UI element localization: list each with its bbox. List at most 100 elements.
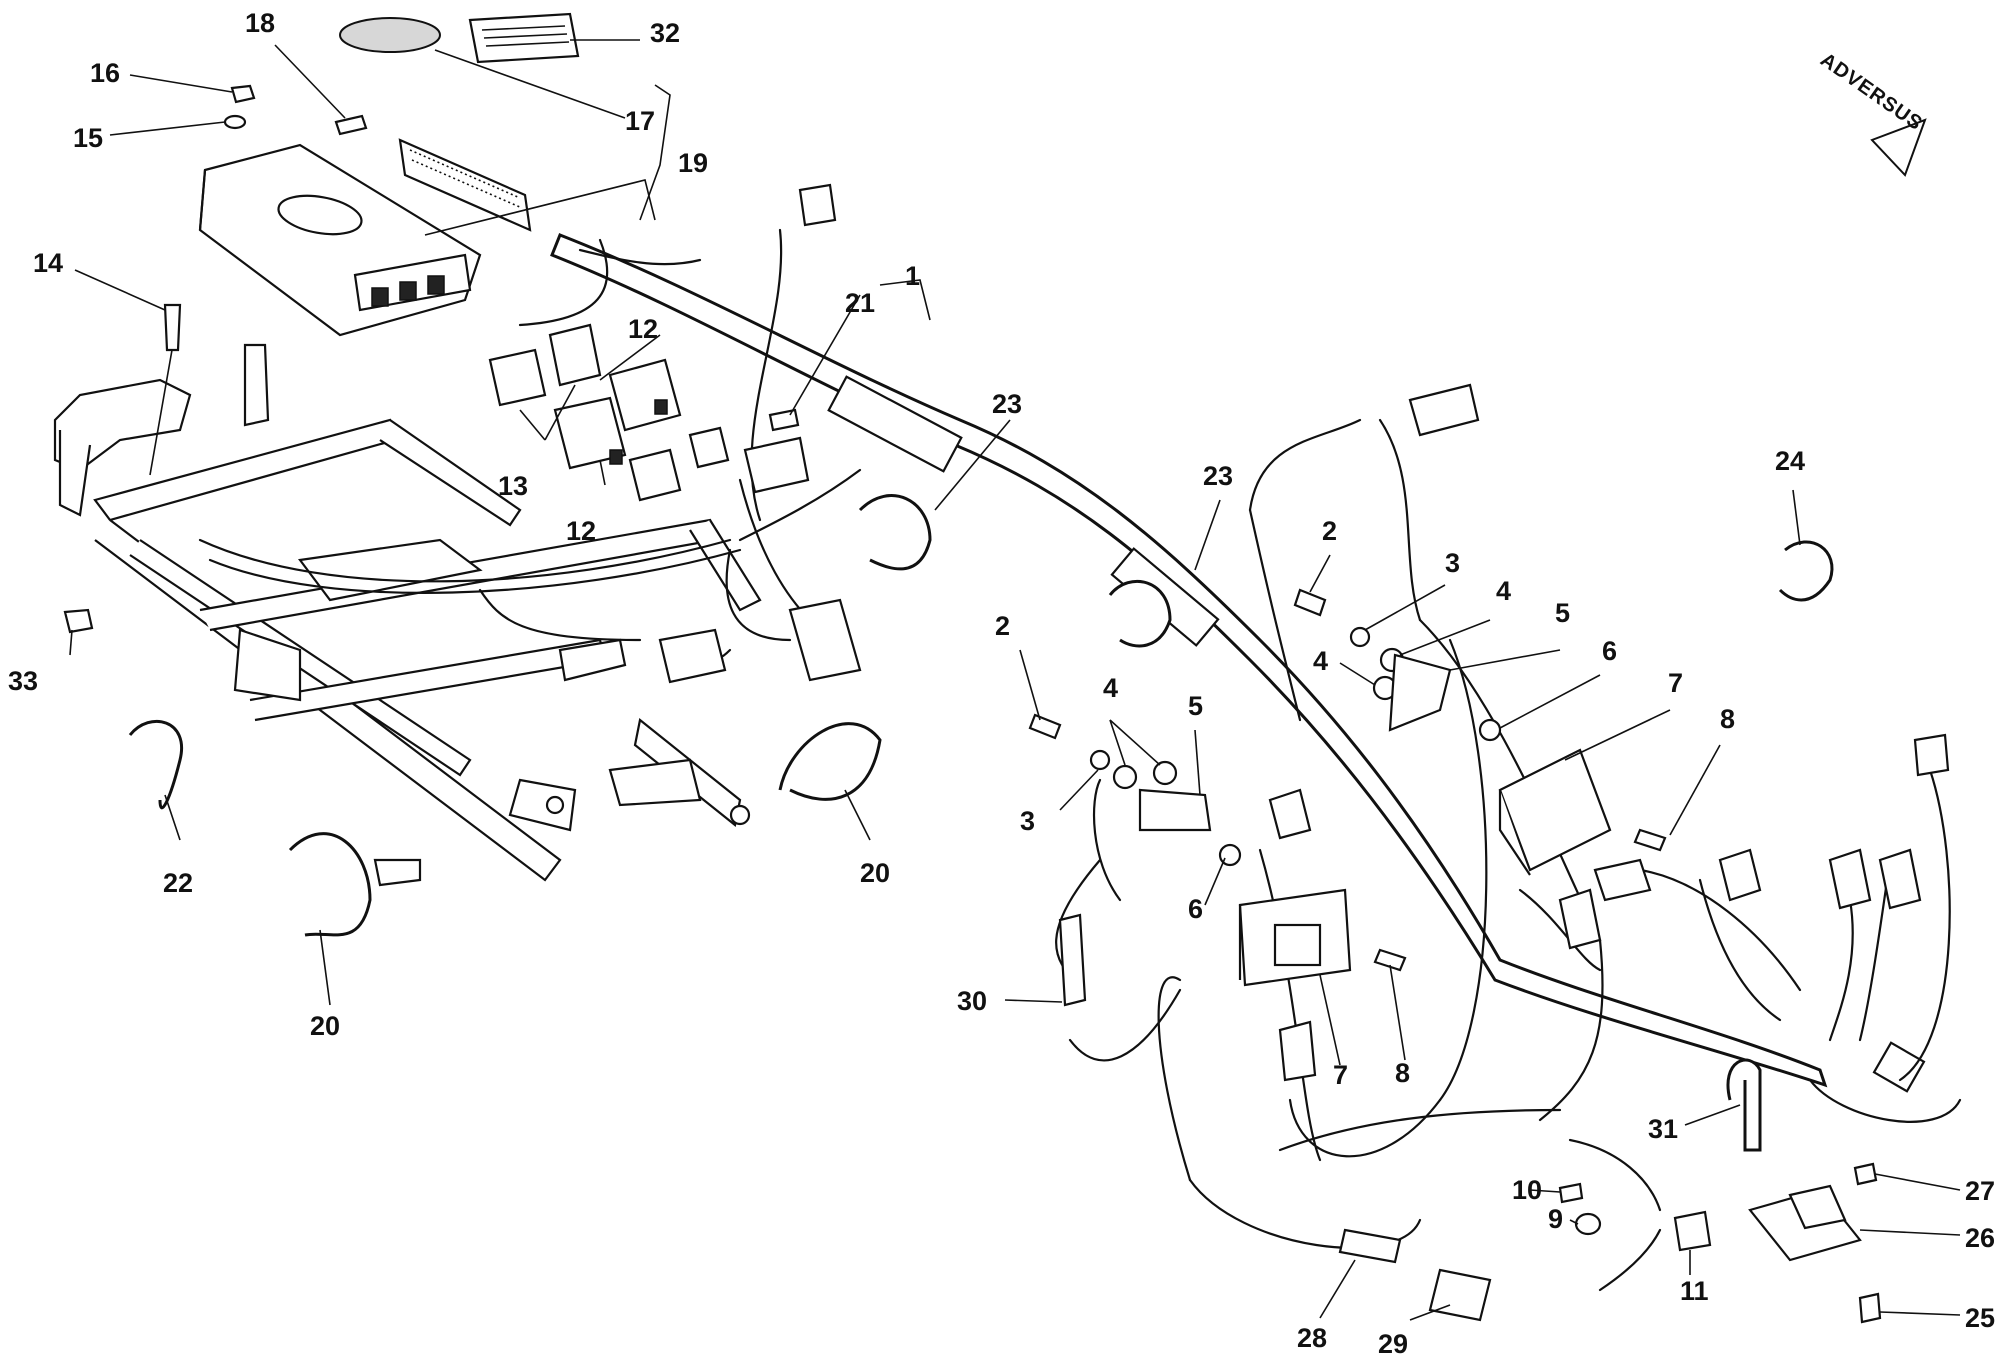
relay-12a bbox=[608, 358, 682, 432]
connector-upper-lead bbox=[1408, 383, 1480, 437]
callout-3: 3 bbox=[1020, 806, 1035, 836]
callout-6: 6 bbox=[1188, 894, 1203, 924]
callout-16: 16 bbox=[90, 58, 120, 88]
fitting-10 bbox=[1558, 1182, 1584, 1204]
plug-cap-right bbox=[1718, 848, 1762, 902]
connector-lower-right-c bbox=[1878, 848, 1922, 910]
clip-24 bbox=[1778, 540, 1834, 602]
callout-33: 33 bbox=[8, 666, 38, 696]
screw-25 bbox=[1858, 1292, 1882, 1324]
connector-lower-right-a bbox=[1558, 888, 1602, 950]
fuse-21 bbox=[768, 408, 800, 432]
callout-26: 26 bbox=[1965, 1223, 1995, 1253]
hose-31 bbox=[1726, 1058, 1762, 1152]
callout-21: 21 bbox=[845, 288, 875, 318]
direction-label: ADVERSUS bbox=[1816, 49, 1926, 135]
clip-23-left bbox=[858, 494, 932, 571]
sensor-29 bbox=[1428, 1268, 1492, 1322]
chip-18 bbox=[334, 114, 368, 136]
label-decal-17 bbox=[339, 17, 441, 53]
callout-15: 15 bbox=[73, 123, 103, 153]
flow-arrow-lower bbox=[1598, 1228, 1662, 1292]
callout-27: 27 bbox=[1965, 1176, 1995, 1206]
bracket-fasteners-left bbox=[1028, 713, 1407, 972]
clip-20-left bbox=[288, 832, 372, 937]
callout-12: 12 bbox=[566, 516, 596, 546]
callout-4: 4 bbox=[1103, 673, 1118, 703]
callout-4: 4 bbox=[1313, 646, 1328, 676]
callout-17: 17 bbox=[625, 106, 655, 136]
ignition-coil-upper bbox=[1498, 748, 1612, 876]
callout-30: 30 bbox=[957, 986, 987, 1016]
main-wiring-harness bbox=[198, 228, 1962, 1249]
callout-7: 7 bbox=[1333, 1060, 1348, 1090]
clip-20-right bbox=[778, 722, 882, 801]
callout-18: 18 bbox=[245, 8, 275, 38]
callout-11: 11 bbox=[1680, 1276, 1709, 1306]
callout-28: 28 bbox=[1297, 1323, 1327, 1353]
bracket-fasteners-right bbox=[1293, 588, 1667, 852]
nut-33 bbox=[63, 608, 94, 634]
callout-3: 3 bbox=[1445, 548, 1460, 578]
clip-23-right bbox=[1108, 579, 1172, 648]
callout-6: 6 bbox=[1602, 636, 1617, 666]
callout-23: 23 bbox=[992, 389, 1022, 419]
spark-plug-cap bbox=[1593, 858, 1652, 902]
washer-9 bbox=[1574, 1212, 1602, 1236]
callout-5: 5 bbox=[1188, 691, 1203, 721]
sensor-28 bbox=[1338, 1228, 1402, 1264]
connector-top-right bbox=[1913, 733, 1950, 777]
connector-right-harness bbox=[788, 598, 862, 682]
callout-8: 8 bbox=[1720, 704, 1735, 734]
stud-14 bbox=[149, 303, 182, 476]
direction-indicator: ADVERSUS bbox=[1816, 49, 1927, 177]
callout-24: 24 bbox=[1775, 446, 1805, 476]
callout-20: 20 bbox=[860, 858, 890, 888]
direction-arrow-icon bbox=[1870, 118, 1927, 177]
leader-lines bbox=[69, 39, 1961, 1321]
callout-9: 9 bbox=[1548, 1204, 1563, 1234]
pressure-sensor-26 bbox=[1748, 1184, 1862, 1262]
washer-15 bbox=[223, 114, 247, 130]
callout-23: 23 bbox=[1203, 461, 1233, 491]
callout-labels: 1 2 2 3 3 4 4 4 5 5 6 6 7 7 8 8 9 10 11 … bbox=[8, 8, 1995, 1359]
callout-29: 29 bbox=[1378, 1329, 1408, 1359]
relay-13a bbox=[488, 348, 547, 407]
callout-5: 5 bbox=[1555, 598, 1570, 628]
callout-8: 8 bbox=[1395, 1058, 1410, 1088]
callout-31: 31 bbox=[1648, 1114, 1678, 1144]
relay-12b bbox=[553, 396, 627, 470]
clip-22 bbox=[128, 719, 184, 810]
callout-12: 12 bbox=[628, 314, 658, 344]
connector-mid-harness bbox=[658, 628, 727, 684]
callout-22: 22 bbox=[163, 868, 193, 898]
callout-2: 2 bbox=[1322, 516, 1337, 546]
callout-32: 32 bbox=[650, 18, 680, 48]
connector-lower-left bbox=[1278, 1020, 1317, 1082]
callout-19: 19 bbox=[678, 148, 708, 178]
screw-27 bbox=[1853, 1162, 1878, 1186]
flow-arrow bbox=[1568, 1138, 1662, 1212]
callout-13: 13 bbox=[498, 471, 528, 501]
sensor-30 bbox=[1058, 913, 1087, 1007]
ecu-connector bbox=[398, 138, 532, 232]
connector-center bbox=[1268, 788, 1312, 840]
subframe bbox=[53, 343, 762, 887]
callout-7: 7 bbox=[1668, 668, 1683, 698]
callout-2: 2 bbox=[995, 611, 1010, 641]
connector-small-a bbox=[688, 426, 730, 469]
plate-32 bbox=[468, 12, 580, 64]
callout-25: 25 bbox=[1965, 1303, 1995, 1333]
callout-14: 14 bbox=[33, 248, 63, 278]
nut-16 bbox=[230, 84, 256, 104]
ignition-coil-lower bbox=[1238, 888, 1352, 987]
engine-control-unit bbox=[198, 143, 482, 337]
connector-lower-right-b bbox=[1828, 848, 1872, 910]
connector-tee bbox=[743, 436, 810, 494]
callout-1: 1 bbox=[905, 261, 920, 291]
callout-20: 20 bbox=[310, 1011, 340, 1041]
connector-small-b bbox=[628, 448, 682, 502]
relay-13b bbox=[548, 323, 602, 387]
callout-10: 10 bbox=[1512, 1175, 1542, 1205]
